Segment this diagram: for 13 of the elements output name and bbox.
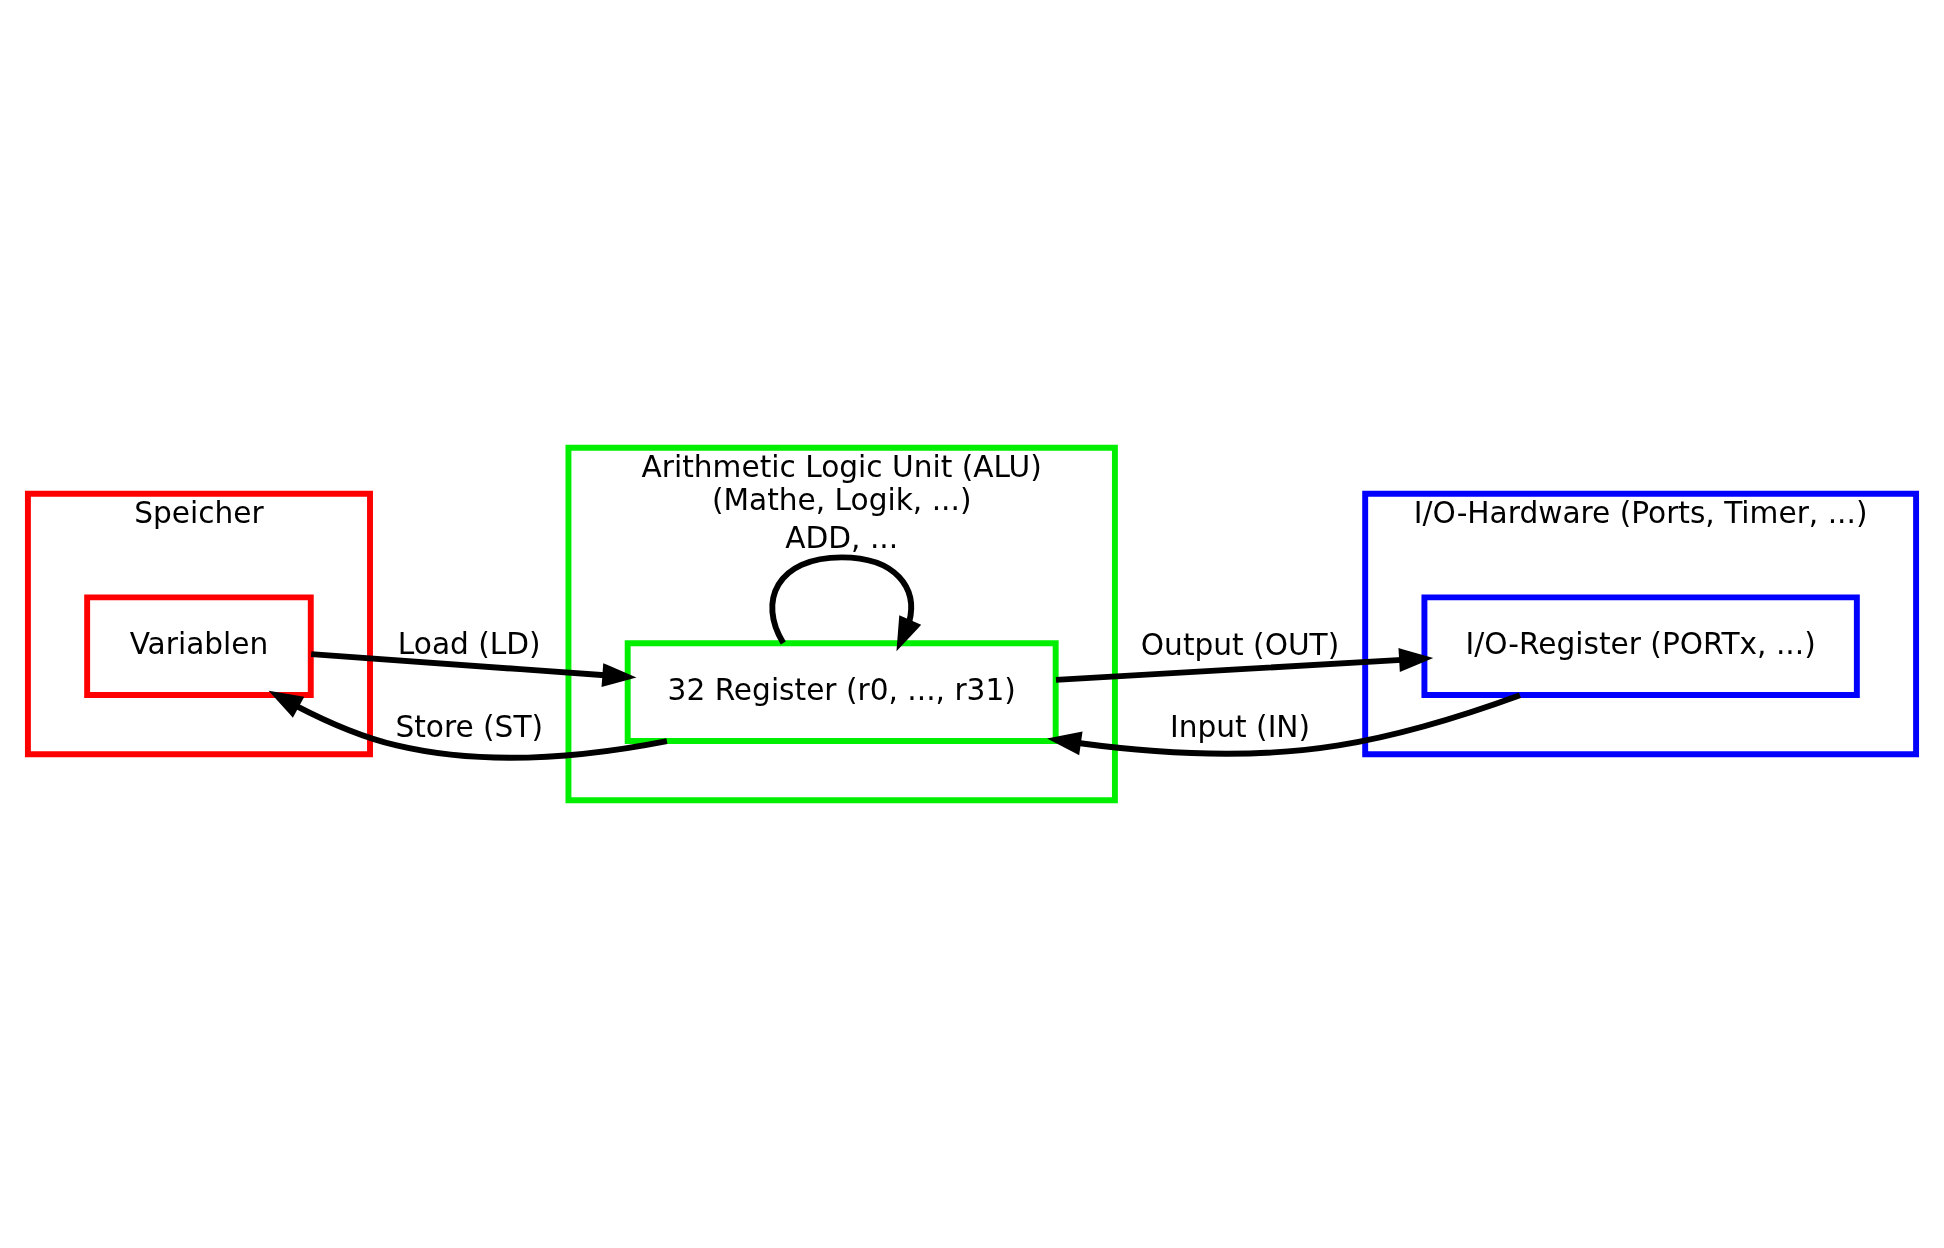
node-box: 32 Register (r0, ..., r31) — [624, 640, 1059, 744]
arrow — [1047, 692, 1521, 757]
arrow — [769, 554, 922, 652]
edge-label: Input (IN) — [1170, 709, 1311, 744]
node-box: I/O-Register (PORTx, ...) — [1421, 594, 1860, 699]
arrow — [310, 651, 637, 687]
edge-label: Store (ST) — [395, 709, 544, 744]
edge-label: ADD, ... — [785, 521, 899, 556]
arrow — [268, 690, 668, 761]
arrow — [1055, 648, 1434, 683]
node-box: Variablen — [84, 594, 314, 699]
edge-label: Load (LD) — [397, 626, 541, 661]
edge-label: Output (OUT) — [1140, 628, 1340, 663]
